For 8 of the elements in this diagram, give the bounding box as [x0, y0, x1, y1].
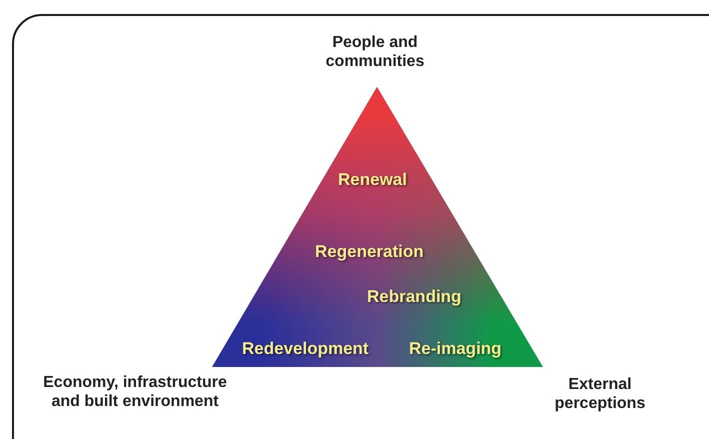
stage-label: Regeneration	[315, 242, 424, 262]
corner-label: People and communities	[324, 33, 426, 71]
stage-label: Rebranding	[367, 287, 462, 307]
stage-label: Redevelopment	[242, 339, 369, 359]
stage-label: Renewal	[338, 170, 407, 190]
corner-label: Economy, infrastructure and built environment	[42, 373, 228, 411]
corner-label: External perceptions	[554, 375, 646, 413]
stage-label: Re-imaging	[409, 339, 502, 359]
